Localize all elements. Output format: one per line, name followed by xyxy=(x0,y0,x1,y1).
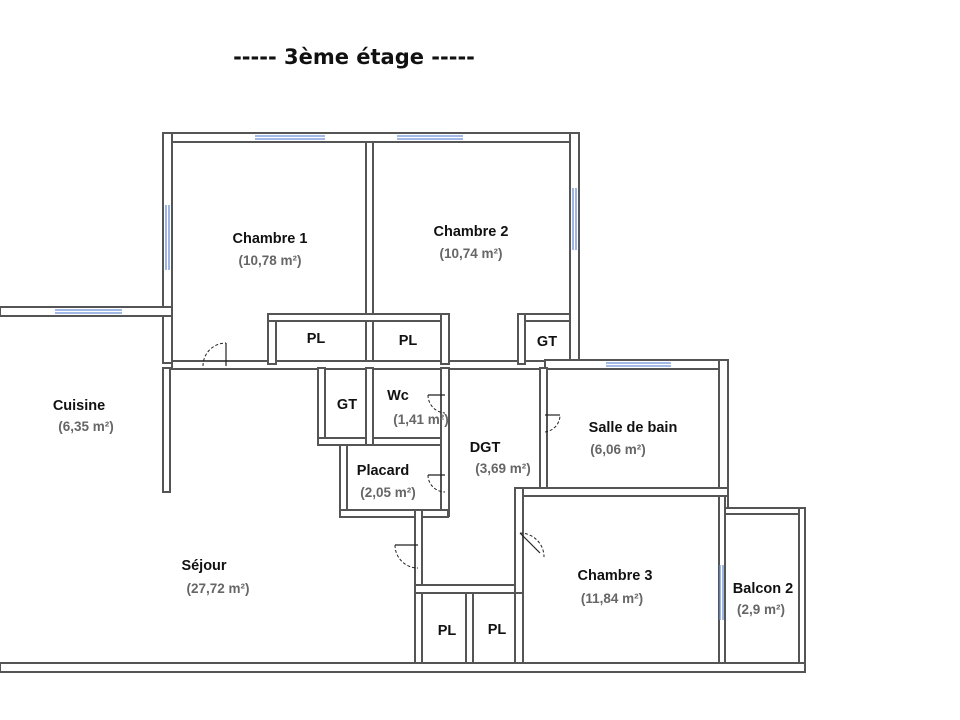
door-swing xyxy=(427,394,446,414)
wall xyxy=(162,367,171,493)
wall xyxy=(162,132,580,143)
floor-title: ----- 3ème étage ----- xyxy=(233,45,475,69)
wall xyxy=(365,141,374,365)
room-labels: Chambre 1 (10,78 m²) Chambre 2 (10,74 m²… xyxy=(53,224,793,617)
wall xyxy=(514,487,524,594)
room-area-dgt: (3,69 m²) xyxy=(475,461,531,476)
door xyxy=(519,532,541,554)
wall xyxy=(724,507,806,515)
wall xyxy=(365,367,374,446)
room-area-chambre-3: (11,84 m²) xyxy=(581,591,643,606)
room-area-chambre-1: (10,78 m²) xyxy=(238,253,301,268)
closet-label-pl: PL xyxy=(488,622,507,638)
room-area-sejour: (27,72 m²) xyxy=(186,581,249,596)
closet-labels: PL PL GT GT PL PL xyxy=(307,331,557,639)
wall xyxy=(0,306,173,317)
door-swing xyxy=(202,342,227,367)
room-name-salle-de-bain: Salle de bain xyxy=(589,420,678,436)
door-swing xyxy=(544,414,561,433)
door-swing xyxy=(427,474,446,493)
wall xyxy=(798,507,806,665)
room-name-chambre-3: Chambre 3 xyxy=(578,568,653,584)
wall xyxy=(569,132,580,362)
wall xyxy=(0,662,806,673)
room-area-cuisine: (6,35 m²) xyxy=(58,419,114,434)
door-swing xyxy=(394,544,419,569)
wall xyxy=(544,359,729,370)
wall xyxy=(465,592,474,664)
closet-label-pl: PL xyxy=(438,623,457,639)
room-name-sejour: Séjour xyxy=(181,558,226,574)
wall xyxy=(514,592,524,664)
room-name-wc: Wc xyxy=(387,388,409,404)
doors xyxy=(202,342,561,569)
room-name-dgt: DGT xyxy=(470,440,501,456)
wall xyxy=(414,509,423,591)
walls xyxy=(0,132,806,673)
closet-label-gt: GT xyxy=(537,334,557,350)
wall xyxy=(339,444,348,517)
wall xyxy=(317,437,449,446)
room-name-chambre-2: Chambre 2 xyxy=(434,224,509,240)
wall xyxy=(171,360,548,370)
room-area-chambre-2: (10,74 m²) xyxy=(439,246,502,261)
wall xyxy=(267,313,449,322)
wall xyxy=(517,313,526,365)
room-area-placard: (2,05 m²) xyxy=(360,485,416,500)
windows xyxy=(55,135,724,620)
closet-label-gt: GT xyxy=(337,397,357,413)
room-area-salle-de-bain: (6,06 m²) xyxy=(590,442,646,457)
room-name-chambre-1: Chambre 1 xyxy=(233,231,308,247)
room-name-cuisine: Cuisine xyxy=(53,398,105,414)
wall xyxy=(517,487,729,497)
wall xyxy=(539,367,548,494)
wall xyxy=(339,509,449,518)
wall xyxy=(440,313,450,365)
wall xyxy=(414,592,423,664)
room-area-balcon-2: (2,9 m²) xyxy=(737,602,785,617)
wall xyxy=(162,132,173,364)
room-name-balcon-2: Balcon 2 xyxy=(733,581,793,597)
closet-label-pl: PL xyxy=(399,333,418,349)
wall xyxy=(317,367,326,446)
wall xyxy=(414,584,523,594)
room-name-placard: Placard xyxy=(357,463,409,479)
room-area-wc: (1,41 m²) xyxy=(393,412,449,427)
wall xyxy=(440,367,450,517)
closet-label-pl: PL xyxy=(307,331,326,347)
